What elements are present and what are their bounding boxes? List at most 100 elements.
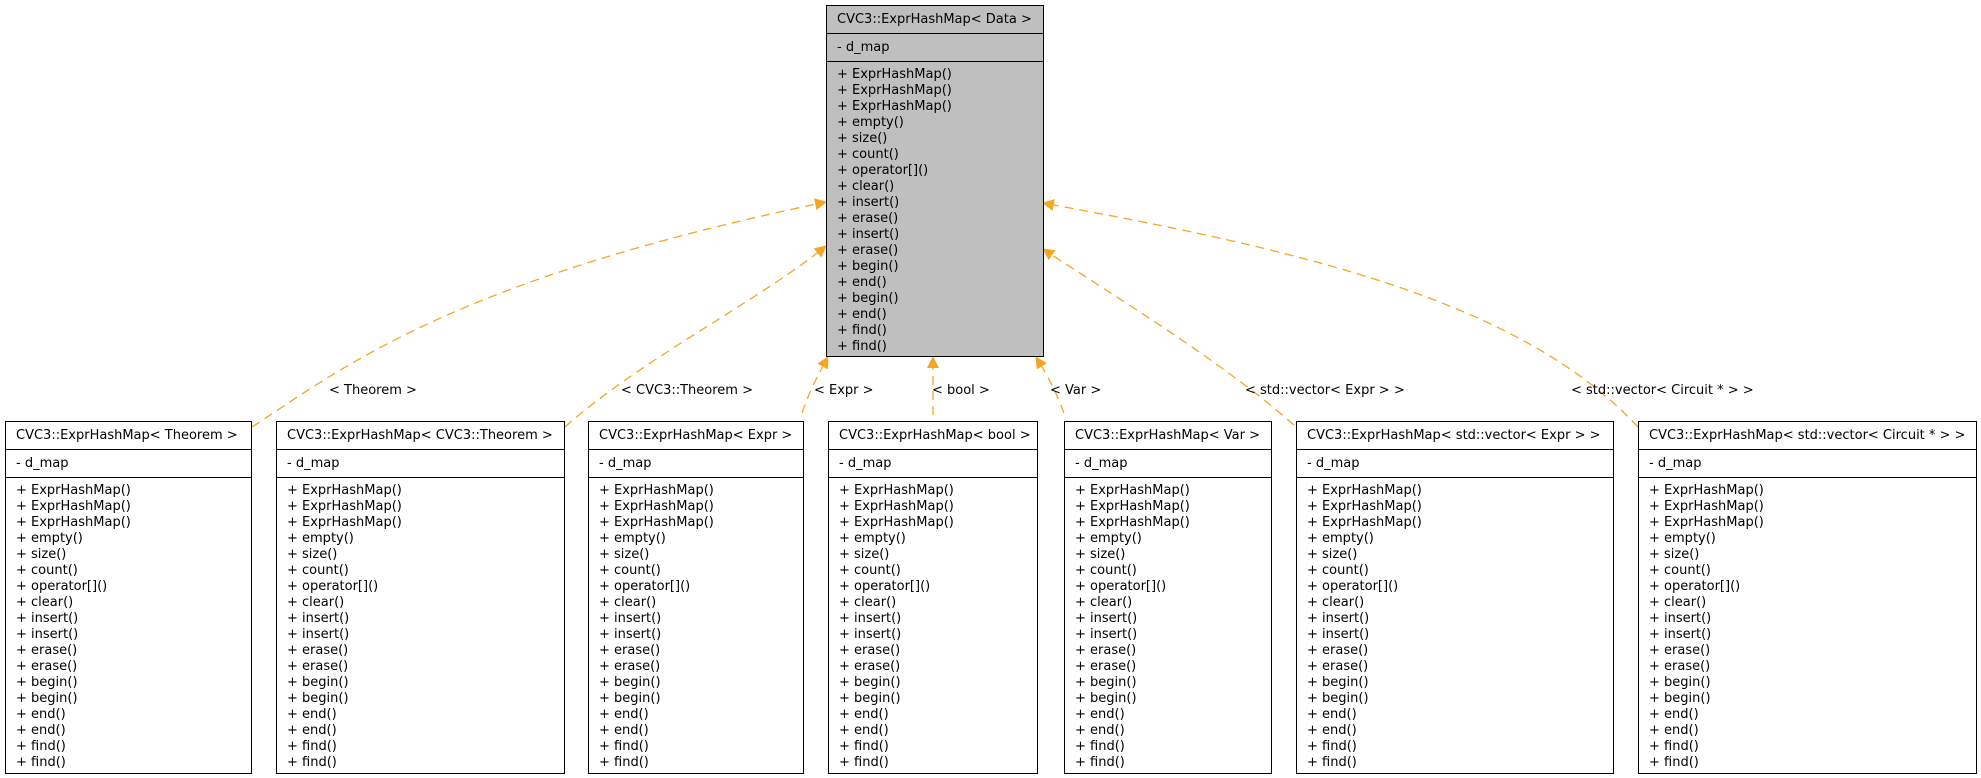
- method-item: + begin(): [1307, 691, 1369, 706]
- method-item: + find(): [1307, 755, 1357, 770]
- class-node-cvc3-theorem[interactable]: CVC3::ExprHashMap< CVC3::Theorem > - d_m…: [276, 421, 565, 774]
- class-attribute: - d_map: [277, 450, 564, 478]
- method-item: + insert(): [1307, 627, 1370, 642]
- method-item: + begin(): [837, 291, 899, 306]
- method-item: + end(): [1075, 723, 1125, 738]
- method-item: + begin(): [1075, 675, 1137, 690]
- method-item: + end(): [1649, 723, 1699, 738]
- method-item: + insert(): [599, 611, 662, 626]
- method-item: + operator[](): [16, 579, 108, 594]
- method-item: + find(): [837, 339, 887, 354]
- class-title: CVC3::ExprHashMap< Expr >: [589, 422, 803, 450]
- method-list: + ExprHashMap()+ ExprHashMap()+ ExprHash…: [277, 478, 564, 771]
- method-item: + size(): [1075, 547, 1126, 562]
- method-item: + count(): [1075, 563, 1137, 578]
- class-title: CVC3::ExprHashMap< Data >: [827, 6, 1043, 34]
- method-item: + empty(): [287, 531, 354, 546]
- class-node-theorem[interactable]: CVC3::ExprHashMap< Theorem > - d_map + E…: [5, 421, 252, 774]
- method-item: + operator[](): [1307, 579, 1399, 594]
- method-item: + insert(): [839, 611, 902, 626]
- method-item: + erase(): [287, 643, 349, 658]
- method-item: + begin(): [16, 691, 78, 706]
- method-list: + ExprHashMap()+ ExprHashMap()+ ExprHash…: [1065, 478, 1271, 771]
- method-item: + operator[](): [287, 579, 379, 594]
- method-item: + ExprHashMap(): [837, 99, 952, 114]
- method-item: + find(): [287, 739, 337, 754]
- method-item: + erase(): [1307, 643, 1369, 658]
- edge-label-var: < Var >: [1050, 383, 1102, 398]
- method-item: + insert(): [16, 627, 79, 642]
- method-item: + ExprHashMap(): [837, 83, 952, 98]
- method-item: + end(): [16, 723, 66, 738]
- method-item: + clear(): [1307, 595, 1365, 610]
- method-item: + insert(): [1649, 627, 1712, 642]
- method-item: + end(): [1649, 707, 1699, 722]
- method-item: + empty(): [16, 531, 83, 546]
- class-node-bool[interactable]: CVC3::ExprHashMap< bool > - d_map + Expr…: [828, 421, 1038, 774]
- class-node-var[interactable]: CVC3::ExprHashMap< Var > - d_map + ExprH…: [1064, 421, 1272, 774]
- class-attribute: - d_map: [1639, 450, 1976, 478]
- method-item: + size(): [839, 547, 890, 562]
- edge-label-vector-circuit: < std::vector< Circuit * > >: [1571, 383, 1754, 398]
- method-item: + ExprHashMap(): [599, 483, 714, 498]
- method-list: + ExprHashMap()+ ExprHashMap()+ ExprHash…: [6, 478, 251, 771]
- method-item: + insert(): [16, 611, 79, 626]
- class-attribute: - d_map: [589, 450, 803, 478]
- method-list: + ExprHashMap()+ ExprHashMap()+ ExprHash…: [1639, 478, 1976, 771]
- method-item: + begin(): [1075, 691, 1137, 706]
- method-item: + size(): [1649, 547, 1700, 562]
- method-item: + empty(): [1075, 531, 1142, 546]
- method-list: + ExprHashMap()+ ExprHashMap()+ ExprHash…: [827, 62, 1043, 355]
- method-item: + ExprHashMap(): [16, 515, 131, 530]
- method-item: + end(): [837, 275, 887, 290]
- edge-label-cvc3-theorem: < CVC3::Theorem >: [621, 383, 753, 398]
- method-item: + begin(): [16, 675, 78, 690]
- method-item: + operator[](): [1649, 579, 1741, 594]
- method-item: + end(): [599, 707, 649, 722]
- edge-label-vector-expr: < std::vector< Expr > >: [1245, 383, 1405, 398]
- method-item: + ExprHashMap(): [287, 499, 402, 514]
- method-item: + ExprHashMap(): [16, 499, 131, 514]
- method-item: + find(): [1649, 755, 1699, 770]
- method-item: + ExprHashMap(): [287, 483, 402, 498]
- method-item: + empty(): [599, 531, 666, 546]
- edge-expr: [801, 356, 829, 414]
- class-node-vector-expr[interactable]: CVC3::ExprHashMap< std::vector< Expr > >…: [1296, 421, 1614, 774]
- method-item: + ExprHashMap(): [287, 515, 402, 530]
- method-item: + ExprHashMap(): [599, 499, 714, 514]
- class-node-vector-circuit[interactable]: CVC3::ExprHashMap< std::vector< Circuit …: [1638, 421, 1977, 774]
- method-item: + ExprHashMap(): [1075, 499, 1190, 514]
- method-item: + size(): [837, 131, 888, 146]
- method-item: + find(): [1307, 739, 1357, 754]
- method-item: + clear(): [1075, 595, 1133, 610]
- method-item: + end(): [1307, 707, 1357, 722]
- method-item: + empty(): [837, 115, 904, 130]
- method-item: + ExprHashMap(): [1075, 483, 1190, 498]
- method-item: + ExprHashMap(): [1649, 515, 1764, 530]
- method-item: + size(): [1307, 547, 1358, 562]
- class-node-expr[interactable]: CVC3::ExprHashMap< Expr > - d_map + Expr…: [588, 421, 804, 774]
- method-item: + count(): [1649, 563, 1711, 578]
- method-item: + ExprHashMap(): [839, 483, 954, 498]
- method-item: + begin(): [287, 675, 349, 690]
- class-title: CVC3::ExprHashMap< Var >: [1065, 422, 1271, 450]
- edge-cvc3-theorem: [564, 245, 827, 428]
- method-item: + clear(): [1649, 595, 1707, 610]
- method-item: + count(): [287, 563, 349, 578]
- method-item: + find(): [1649, 739, 1699, 754]
- method-item: + insert(): [287, 627, 350, 642]
- edge-label-bool: < bool >: [932, 383, 990, 398]
- class-node-base[interactable]: CVC3::ExprHashMap< Data > - d_map + Expr…: [826, 5, 1044, 357]
- method-item: + erase(): [599, 643, 661, 658]
- method-item: + begin(): [837, 259, 899, 274]
- edge-label-theorem: < Theorem >: [329, 383, 417, 398]
- method-item: + end(): [1075, 707, 1125, 722]
- method-item: + ExprHashMap(): [1307, 483, 1422, 498]
- method-item: + end(): [839, 723, 889, 738]
- method-item: + ExprHashMap(): [839, 499, 954, 514]
- method-item: + erase(): [1075, 659, 1137, 674]
- method-item: + begin(): [1307, 675, 1369, 690]
- method-item: + operator[](): [599, 579, 691, 594]
- method-item: + find(): [16, 755, 66, 770]
